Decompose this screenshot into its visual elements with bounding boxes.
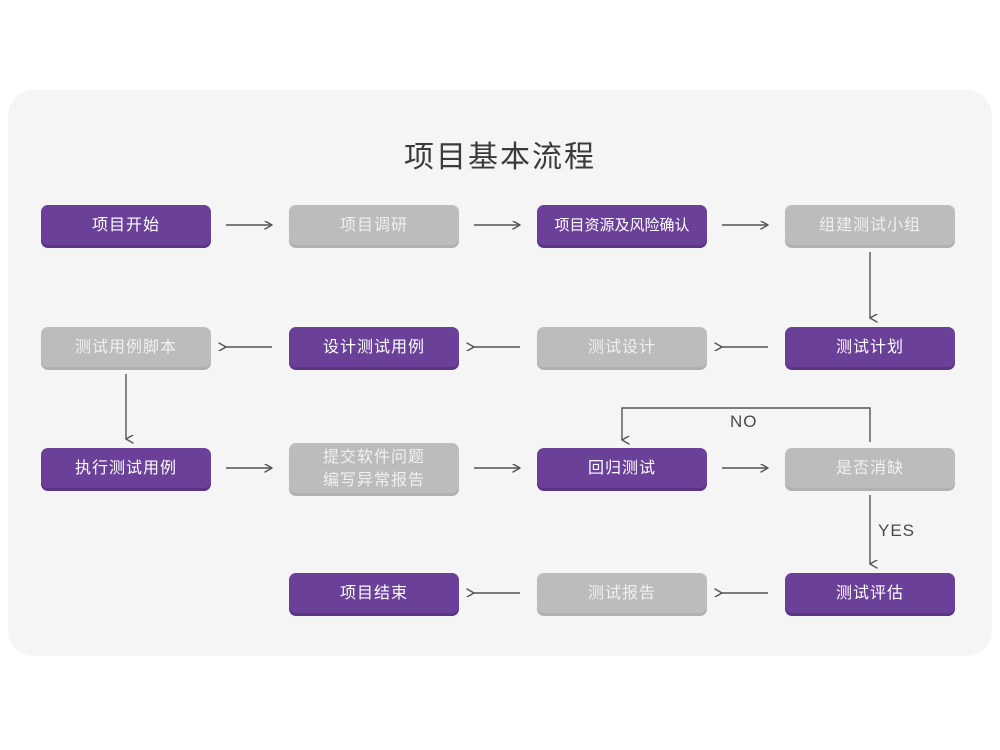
node-resource-risk-confirm[interactable]: 项目资源及风险确认 [537,205,707,245]
node-regression-test[interactable]: 回归测试 [537,448,707,488]
edge-label-no: NO [730,412,758,431]
node-submit-issue-report[interactable]: 提交软件问题 编写异常报告 [289,443,459,493]
node-test-evaluation[interactable]: 测试评估 [785,573,955,613]
node-test-report[interactable]: 测试报告 [537,573,707,613]
node-project-research[interactable]: 项目调研 [289,205,459,245]
node-test-design[interactable]: 测试设计 [537,327,707,367]
diagram-card [8,90,992,656]
node-project-start[interactable]: 项目开始 [41,205,211,245]
page-title: 项目基本流程 [404,140,596,175]
node-build-test-team[interactable]: 组建测试小组 [785,205,955,245]
node-design-test-case[interactable]: 设计测试用例 [289,327,459,367]
node-test-case-script[interactable]: 测试用例脚本 [41,327,211,367]
node-defect-cleared[interactable]: 是否消缺 [785,448,955,488]
edge-label-yes: YES [878,521,916,540]
node-project-end[interactable]: 项目结束 [289,573,459,613]
node-test-plan[interactable]: 测试计划 [785,327,955,367]
node-execute-test-case[interactable]: 执行测试用例 [41,448,211,488]
